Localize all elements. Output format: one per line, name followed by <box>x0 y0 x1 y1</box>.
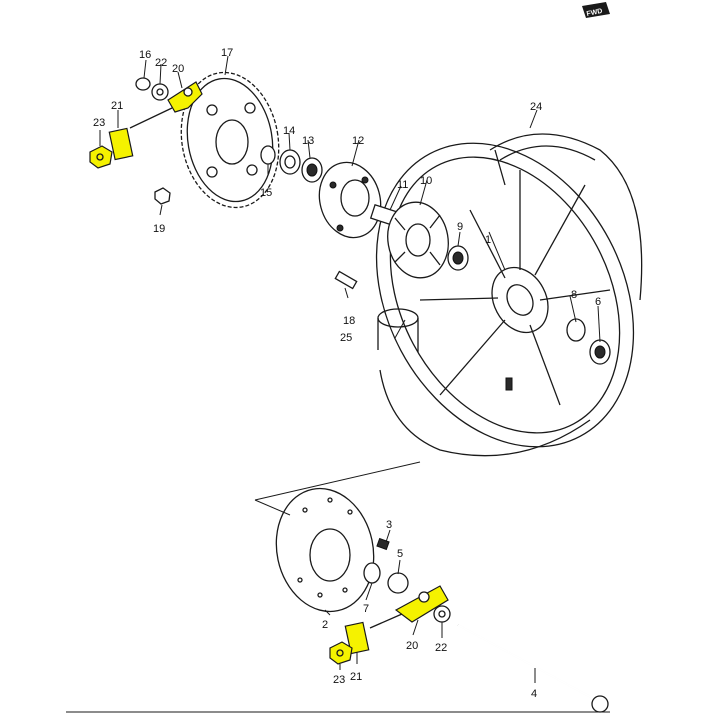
callout-4: 4 <box>531 688 537 700</box>
callout-8: 8 <box>571 289 577 301</box>
callout-11: 11 <box>397 179 408 191</box>
callout-21-lower: 21 <box>350 671 362 683</box>
washer-part-22-upper <box>151 83 169 101</box>
callout-19: 19 <box>153 223 165 235</box>
bearing-part-14 <box>279 149 301 175</box>
svg-text:FWD: FWD <box>586 8 603 18</box>
callout-7: 7 <box>363 603 369 615</box>
cap-part-16 <box>135 77 151 91</box>
adjuster-plate-part-21-upper <box>108 127 134 161</box>
adjuster-bolt-lower <box>369 613 403 629</box>
axle-part-4 <box>457 624 609 713</box>
callout-25: 25 <box>340 332 352 344</box>
callout-16: 16 <box>139 49 151 61</box>
chain-adjuster-part-20-upper <box>167 81 203 113</box>
callout-22-lower: 22 <box>435 642 447 654</box>
tire-part-24 <box>379 133 643 457</box>
nut-part-23-upper <box>89 145 113 169</box>
sprocket-part-17 <box>180 71 280 209</box>
sprocket-nut-part-19 <box>154 187 171 205</box>
callout-9: 9 <box>457 221 463 233</box>
tire-valve <box>505 377 513 391</box>
stud-bolt-part-18 <box>334 270 358 290</box>
callout-labels: 1 2 3 4 5 6 7 8 9 10 11 12 13 14 15 16 1… <box>93 47 601 700</box>
tube-part-25 <box>377 308 419 352</box>
callout-22-upper: 22 <box>155 57 167 69</box>
callout-1: 1 <box>485 234 491 246</box>
callout-12: 12 <box>352 135 364 147</box>
disc-bolt-part-3 <box>376 537 390 551</box>
bearing-part-9 <box>447 245 469 271</box>
callout-5: 5 <box>397 548 403 560</box>
callout-17: 17 <box>221 47 233 59</box>
leader-lines <box>66 55 610 713</box>
callout-23-lower: 23 <box>333 674 345 686</box>
callout-15: 15 <box>260 187 272 199</box>
callout-13: 13 <box>302 135 314 147</box>
wheel-bearing-part-6 <box>589 339 611 365</box>
callout-6: 6 <box>595 296 601 308</box>
wheel-collar-part-8 <box>566 318 586 342</box>
spacer-part-15 <box>260 145 276 165</box>
callout-23-upper: 23 <box>93 117 105 129</box>
callout-18: 18 <box>343 315 355 327</box>
callout-24: 24 <box>530 101 542 113</box>
rear-wheel-rim <box>375 142 635 448</box>
sprocket-mounting-drum-part-12 <box>318 161 382 239</box>
washer-part-22-lower <box>433 605 451 623</box>
adjuster-plate-part-21-lower <box>344 621 370 655</box>
collar-part-5 <box>387 572 409 594</box>
cush-damper-part-10 <box>387 201 449 279</box>
callout-20-upper: 20 <box>172 63 184 75</box>
nut-part-23-lower <box>329 641 353 665</box>
chain-adjuster-part-20-lower <box>394 585 449 623</box>
adjuster-bolt-upper <box>129 107 173 129</box>
callout-20-lower: 20 <box>406 640 418 652</box>
fwd-direction-badge: FWD <box>582 2 610 18</box>
callout-14: 14 <box>283 125 295 137</box>
callout-2: 2 <box>322 619 328 631</box>
collar-part-7-lower <box>363 562 381 584</box>
brake-disc-part-2 <box>275 487 375 613</box>
callout-3: 3 <box>386 519 392 531</box>
callout-10: 10 <box>420 175 432 187</box>
callout-21-upper: 21 <box>111 100 123 112</box>
bearing-part-13 <box>301 157 323 183</box>
